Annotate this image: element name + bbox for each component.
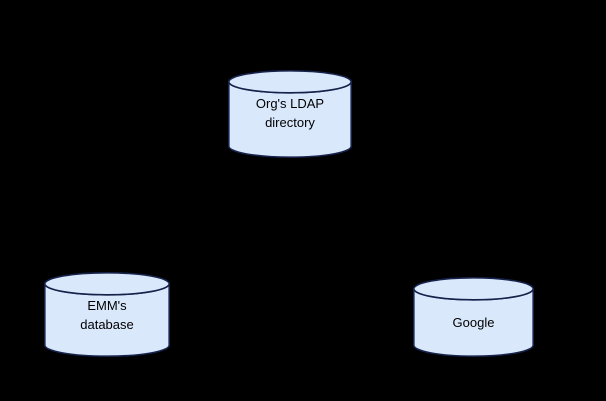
cylinder-emms-database: EMM's database [43, 272, 171, 357]
cylinder-orgs-ldap-directory: Org's LDAP directory [227, 70, 353, 158]
cylinder-top-cap [412, 277, 535, 301]
cylinder-shape [227, 70, 353, 158]
cylinder-shape [412, 277, 535, 357]
cylinder-top-cap [227, 70, 353, 94]
cylinder-top-cap [43, 272, 171, 296]
cylinder-shape [43, 272, 171, 357]
cylinder-google: Google [412, 277, 535, 357]
